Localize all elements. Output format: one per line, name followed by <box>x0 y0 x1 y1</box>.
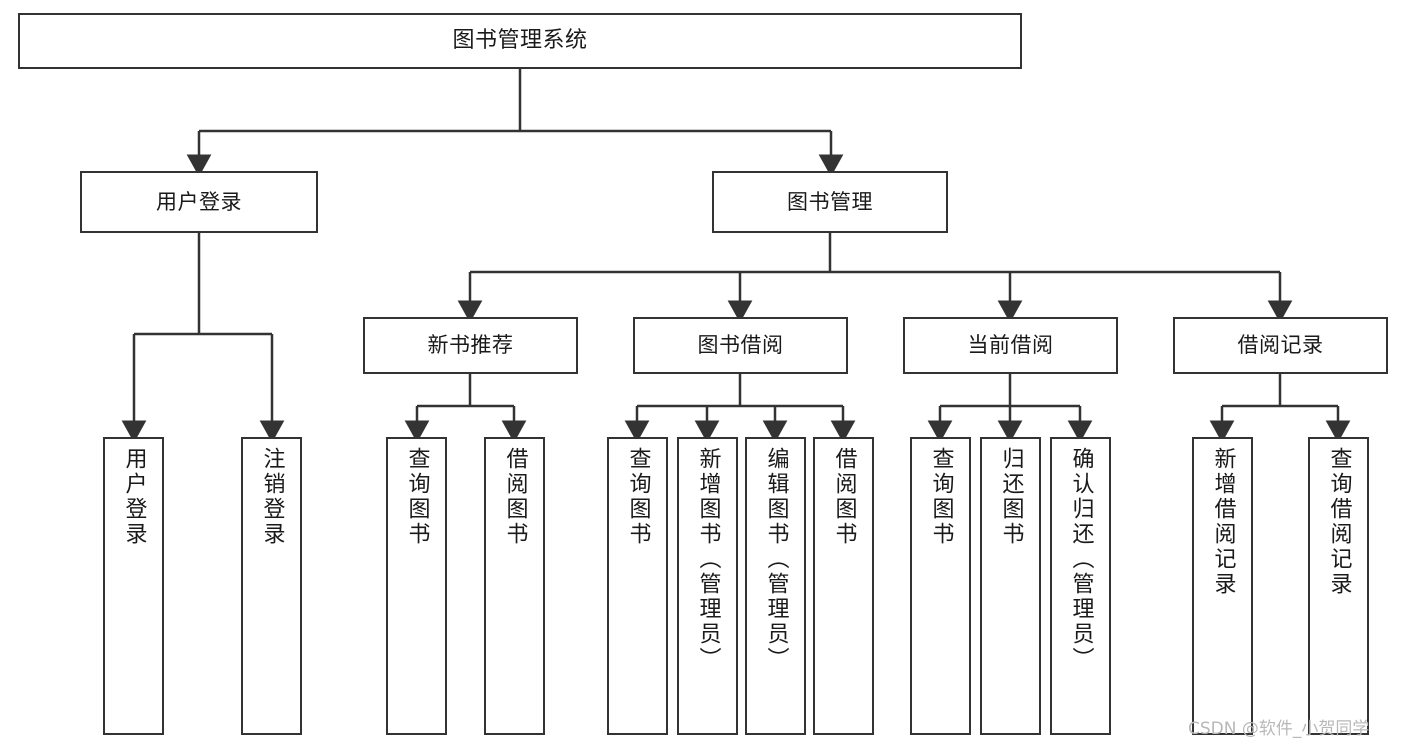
node-new-book-recommend[interactable]: 新书推荐 <box>363 317 578 374</box>
node-leaf-return-book[interactable]: 归还图书 <box>980 437 1041 735</box>
edge-new-book-recommend-to-leaves <box>404 374 527 443</box>
node-leaf-add-book[interactable]: 新增图书（管理员） <box>677 437 738 735</box>
edge-current-borrow-to-leaves <box>927 374 1093 443</box>
node-leaf-user-logout[interactable]: 注销登录 <box>241 437 302 735</box>
node-user-login[interactable]: 用户登录 <box>80 171 318 233</box>
node-current-borrow-label: 当前借阅 <box>967 333 1054 358</box>
edge-borrow-record-to-leaves <box>1209 374 1351 443</box>
node-leaf-query-book-recommend-label: 查询图书 <box>404 447 430 547</box>
node-leaf-query-book-borrow-label: 查询图书 <box>625 447 651 547</box>
node-book-manage[interactable]: 图书管理 <box>712 171 948 233</box>
node-leaf-borrow-book[interactable]: 借阅图书 <box>813 437 874 735</box>
edge-root-to-level2 <box>186 69 844 177</box>
node-leaf-user-login-label: 用户登录 <box>121 447 147 547</box>
node-root-label: 图书管理系统 <box>452 28 588 54</box>
node-leaf-confirm-return[interactable]: 确认归还（管理员） <box>1050 437 1111 735</box>
node-new-book-recommend-label: 新书推荐 <box>427 333 514 358</box>
node-root[interactable]: 图书管理系统 <box>18 13 1022 69</box>
edge-book-borrow-to-leaves <box>624 374 856 443</box>
node-leaf-edit-book[interactable]: 编辑图书（管理员） <box>745 437 806 735</box>
node-leaf-query-borrow-record[interactable]: 查询借阅记录 <box>1308 437 1369 735</box>
node-leaf-edit-book-label: 编辑图书（管理员） <box>763 447 789 672</box>
node-book-borrow[interactable]: 图书借阅 <box>633 317 848 374</box>
node-leaf-query-borrow-record-label: 查询借阅记录 <box>1326 447 1352 597</box>
node-leaf-query-book-recommend[interactable]: 查询图书 <box>386 437 447 735</box>
node-leaf-user-login[interactable]: 用户登录 <box>103 437 164 735</box>
node-leaf-return-book-label: 归还图书 <box>998 447 1024 547</box>
node-leaf-user-logout-label: 注销登录 <box>259 447 285 547</box>
watermark-text: CSDN @软件_小贺同学 <box>1188 719 1370 739</box>
node-borrow-record-label: 借阅记录 <box>1237 333 1324 358</box>
node-leaf-query-book-borrow[interactable]: 查询图书 <box>607 437 668 735</box>
node-leaf-add-borrow-record[interactable]: 新增借阅记录 <box>1192 437 1253 735</box>
node-borrow-record[interactable]: 借阅记录 <box>1173 317 1388 374</box>
node-book-manage-label: 图书管理 <box>787 189 873 214</box>
node-leaf-add-borrow-record-label: 新增借阅记录 <box>1210 447 1236 597</box>
node-leaf-add-book-label: 新增图书（管理员） <box>695 447 721 672</box>
edge-book-manage-to-level3 <box>457 233 1293 323</box>
node-user-login-label: 用户登录 <box>156 189 242 214</box>
node-leaf-borrow-book-recommend-label: 借阅图书 <box>502 447 528 547</box>
node-leaf-borrow-book-label: 借阅图书 <box>831 447 857 547</box>
node-leaf-confirm-return-label: 确认归还（管理员） <box>1068 447 1094 672</box>
node-book-borrow-label: 图书借阅 <box>697 333 784 358</box>
node-leaf-borrow-book-recommend[interactable]: 借阅图书 <box>484 437 545 735</box>
node-leaf-query-book-current[interactable]: 查询图书 <box>910 437 971 735</box>
node-current-borrow[interactable]: 当前借阅 <box>903 317 1118 374</box>
edge-user-login-to-leaves <box>121 233 285 443</box>
node-leaf-query-book-current-label: 查询图书 <box>928 447 954 547</box>
